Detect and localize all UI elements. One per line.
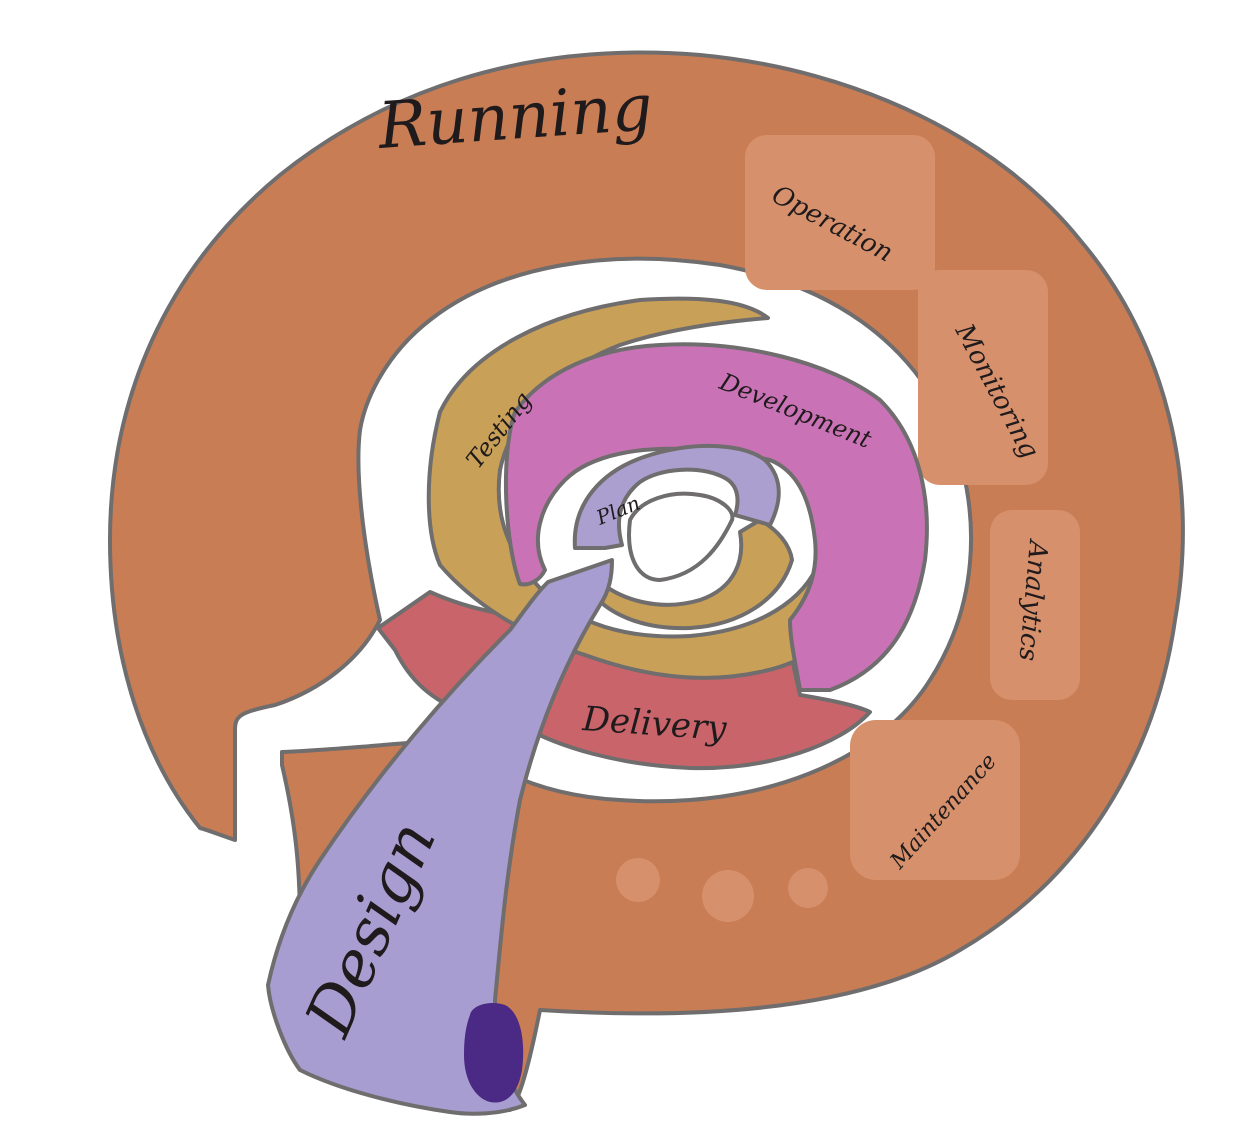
design-wedge: [266, 558, 614, 1116]
dot-2: [702, 870, 754, 922]
operation-panel: [745, 135, 935, 290]
development-band: [503, 342, 929, 692]
monitoring-panel: [918, 270, 1048, 485]
design-tip: [464, 1003, 524, 1103]
dot-3: [788, 868, 828, 908]
testing-inner-arc: [588, 518, 794, 631]
analytics-panel: [990, 510, 1080, 700]
center-hole: [627, 491, 735, 582]
plan-band: [572, 443, 781, 550]
dot-1: [616, 858, 660, 902]
maintenance-panel: [850, 720, 1020, 880]
